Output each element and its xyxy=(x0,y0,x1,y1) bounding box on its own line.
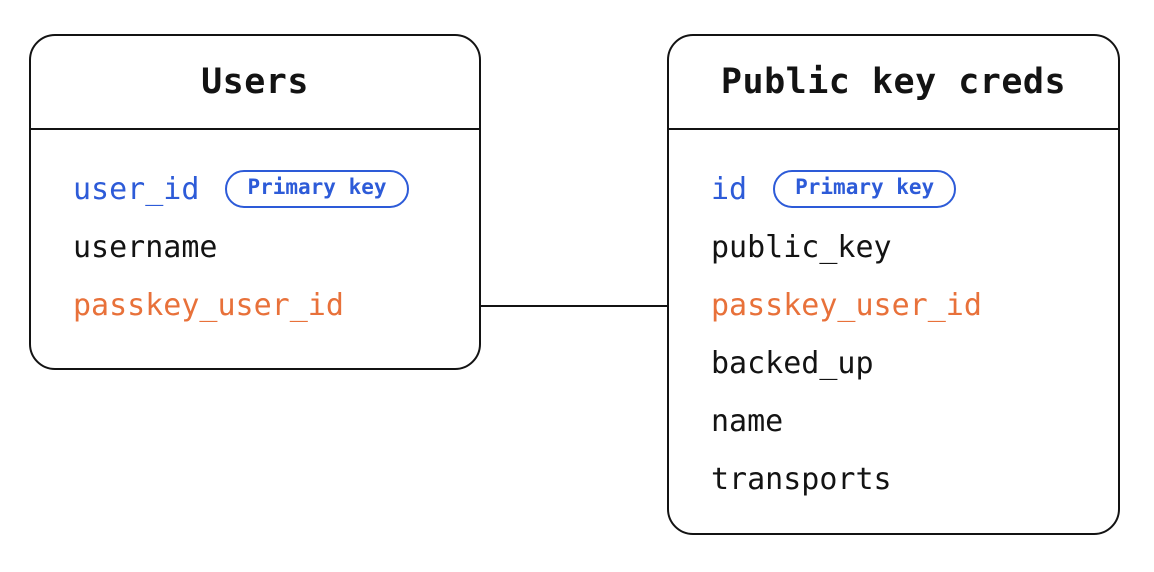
table-users-fields: user_id Primary key username passkey_use… xyxy=(31,130,479,334)
field-row: public_key xyxy=(711,218,1076,276)
table-public-key-creds-fields: id Primary key public_key passkey_user_i… xyxy=(669,130,1118,508)
primary-key-badge-label: Primary key xyxy=(247,175,387,200)
field-row: username xyxy=(73,218,437,276)
field-row: user_id Primary key xyxy=(73,160,437,218)
primary-key-badge: Primary key xyxy=(773,170,957,208)
table-users-title: Users xyxy=(31,36,479,130)
field-row: passkey_user_id xyxy=(711,276,1076,334)
field-row: transports xyxy=(711,450,1076,508)
field-name-passkey-user-id: passkey_user_id xyxy=(711,287,982,323)
field-row: name xyxy=(711,392,1076,450)
field-name-username: username xyxy=(73,229,218,265)
table-users: Users user_id Primary key username passk… xyxy=(29,34,481,370)
field-name-backed-up: backed_up xyxy=(711,345,874,381)
field-row: id Primary key xyxy=(711,160,1076,218)
primary-key-badge-label: Primary key xyxy=(795,175,935,200)
field-name-name: name xyxy=(711,403,784,439)
field-row: passkey_user_id xyxy=(73,276,437,334)
field-name-id: id xyxy=(711,171,748,207)
field-name-passkey-user-id: passkey_user_id xyxy=(73,287,344,323)
table-public-key-creds-title: Public key creds xyxy=(669,36,1118,130)
relationship-line xyxy=(481,305,667,307)
field-name-user-id: user_id xyxy=(73,171,200,207)
primary-key-badge: Primary key xyxy=(225,170,409,208)
field-row: backed_up xyxy=(711,334,1076,392)
field-name-transports: transports xyxy=(711,461,892,497)
table-public-key-creds: Public key creds id Primary key public_k… xyxy=(667,34,1120,535)
field-name-public-key: public_key xyxy=(711,229,892,265)
